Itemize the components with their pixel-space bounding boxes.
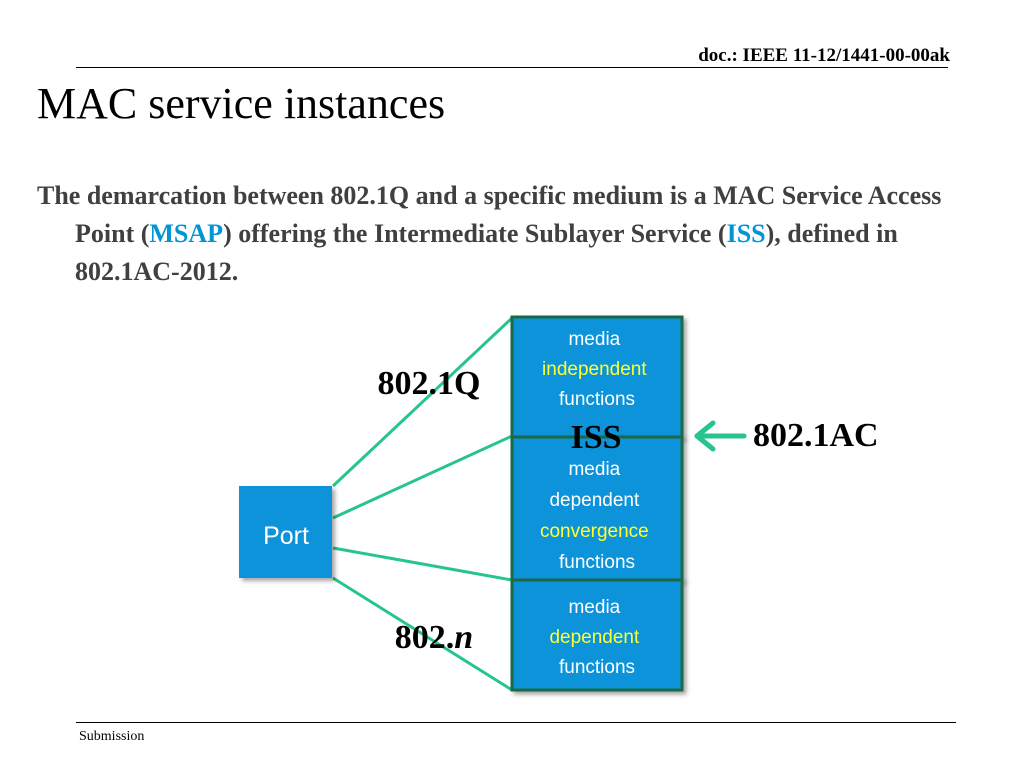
- body-text-part2: ) offering the Intermediate Sublayer Ser…: [223, 219, 727, 248]
- stack-box-middle: media dependent convergence functions: [510, 435, 684, 582]
- port-box: Port: [239, 486, 332, 578]
- port-label: Port: [263, 522, 309, 550]
- middle-box-line1: media: [568, 459, 620, 480]
- svg-text:media independent: media independent functions: [542, 329, 652, 410]
- label-8021q: 802.1Q: [378, 365, 481, 402]
- label-802n-prefix: 802.: [395, 619, 455, 656]
- footer-submission: Submission: [79, 729, 145, 744]
- body-text-part3: ), defined in 802.1AC-2012.: [75, 219, 898, 286]
- svg-text:media dependent co: media dependent convergence functions: [540, 459, 654, 573]
- middle-box-line4: functions: [559, 552, 635, 573]
- body-text-part1: The demarcation between 802.1Q and a spe…: [37, 181, 942, 248]
- slide-title: MAC service instances: [37, 79, 446, 128]
- left-arrow-icon: [694, 420, 747, 452]
- label-802n-suffix: n: [454, 619, 473, 656]
- iss-boundary-label: ISS: [570, 419, 621, 456]
- top-box-line2: independent: [542, 359, 647, 380]
- connector-lines: [331, 316, 514, 692]
- bottom-box-line3: functions: [559, 657, 635, 678]
- stack-box-bottom: media dependent functions: [510, 578, 684, 692]
- bottom-box-line1: media: [568, 597, 620, 618]
- document-id: doc.: IEEE 11-12/1441-00-00ak: [698, 45, 950, 66]
- footer-rule: [76, 722, 956, 723]
- svg-text:media dependent fu: media dependent functions: [549, 597, 644, 678]
- top-box-line1: media: [568, 329, 620, 350]
- top-box-line3: functions: [559, 389, 635, 410]
- header-rule: [76, 67, 948, 68]
- middle-box-line3: convergence: [540, 521, 649, 542]
- bottom-box-line2: dependent: [549, 627, 640, 648]
- connector-line-lower: [332, 546, 513, 582]
- body-paragraph: The demarcation between 802.1Q and a spe…: [37, 177, 995, 291]
- msap-term: MSAP: [149, 219, 224, 248]
- connector-line-upper: [332, 434, 513, 520]
- stack-box-top: media independent functions: [510, 315, 684, 439]
- connector-line-bottom: [332, 576, 513, 692]
- label-802n: 802.n: [395, 619, 473, 656]
- middle-box-line2: dependent: [549, 490, 640, 511]
- connector-line-top: [331, 316, 514, 488]
- iss-term: ISS: [726, 219, 766, 248]
- label-8021ac: 802.1AC: [753, 417, 879, 454]
